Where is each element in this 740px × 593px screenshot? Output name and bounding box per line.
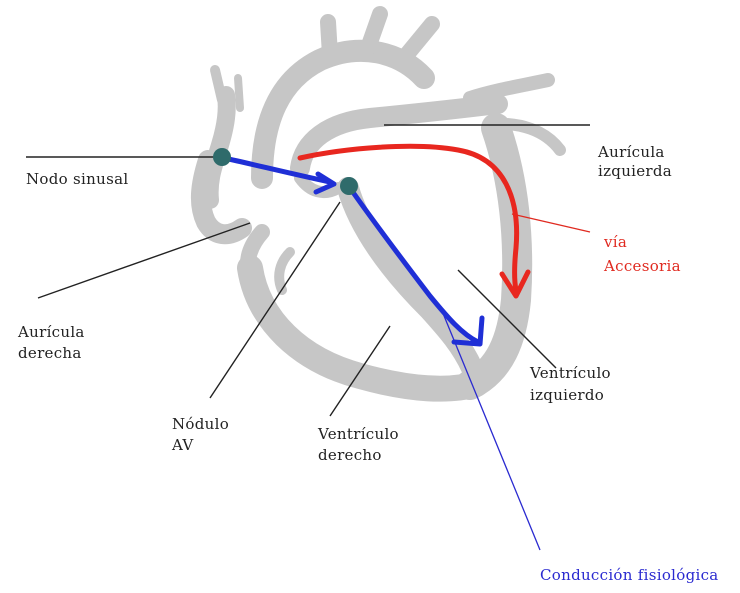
label-accessory-1: vía bbox=[604, 233, 627, 252]
label-av-node-2: AV bbox=[172, 436, 194, 455]
vessel-stub-left-2 bbox=[238, 78, 240, 108]
pulmonary-branch bbox=[470, 80, 548, 98]
label-accessory-2: Accesoria bbox=[604, 257, 681, 276]
right-atrium-leader bbox=[38, 223, 250, 298]
aortic-vessel-1 bbox=[328, 22, 330, 55]
label-left-atrium-2: izquierda bbox=[598, 162, 672, 181]
label-av-node-1: Nódulo bbox=[172, 415, 229, 434]
pulmonary-trunk bbox=[300, 104, 498, 168]
aortic-vessel-2 bbox=[368, 14, 380, 48]
heart-outline bbox=[201, 14, 560, 389]
label-left-atrium-1: Aurícula bbox=[598, 143, 665, 162]
vessel-stub-left bbox=[215, 70, 222, 100]
aortic-vessel-3 bbox=[404, 24, 432, 58]
label-right-atrium-1: Aurícula bbox=[18, 323, 85, 342]
sa-to-av-conduction bbox=[224, 158, 330, 182]
label-left-ventricle-2: izquierdo bbox=[530, 386, 604, 405]
sa-node-marker bbox=[213, 148, 231, 166]
label-left-ventricle-1: Ventrículo bbox=[530, 364, 611, 383]
label-sa-node: Nodo sinusal bbox=[26, 170, 128, 189]
label-right-atrium-2: derecha bbox=[18, 344, 82, 363]
av-node-marker bbox=[340, 177, 358, 195]
label-physiologic-conduction: Conducción fisiológica bbox=[540, 566, 719, 585]
label-right-ventricle-2: derecho bbox=[318, 446, 382, 465]
av-to-ventricle-conduction bbox=[350, 188, 478, 342]
label-right-ventricle-1: Ventrículo bbox=[318, 425, 399, 444]
